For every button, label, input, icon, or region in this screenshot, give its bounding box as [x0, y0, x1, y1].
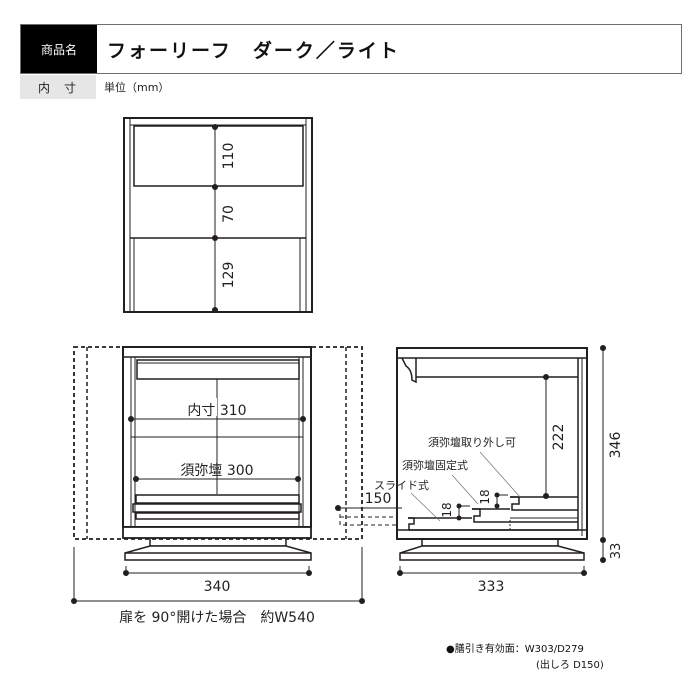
depth-label: 333	[478, 579, 505, 595]
inner-height-label: 222	[551, 424, 567, 451]
fixed-step-label: 須弥壇固定式	[402, 458, 468, 472]
side-view: 150 18 18 222 須弥壇取り外し可 須弥壇固定式 スライド式 346 …	[335, 345, 624, 595]
top-view: 110 70 129	[123, 117, 313, 313]
product-name-label: 商品名	[21, 25, 97, 73]
drawer-extension-note: (出しろ D150)	[536, 660, 604, 671]
product-header: 商品名 フォーリーフ ダーク／ライト	[20, 24, 682, 74]
dim-middle: 70	[221, 205, 237, 223]
base-width-label: 340	[204, 579, 231, 595]
drawer-effective-area-note: ●膳引き有効面：W303/D279	[446, 644, 584, 655]
inner-width-label: 内寸 310	[187, 403, 246, 419]
base-height-label: 33	[609, 543, 624, 560]
removable-step-label: 須弥壇取り外し可	[428, 435, 516, 449]
step-width-label: 須弥壇 300	[180, 462, 253, 479]
slide-depth-label: 150	[365, 491, 392, 507]
product-title: フォーリーフ ダーク／ライト	[107, 39, 400, 62]
front-view: 内寸 310 須弥壇 300 340 扉を 90°開けた場合 約W540	[71, 346, 365, 626]
step2-height-label: 18	[478, 489, 492, 504]
dim-bottom: 129	[221, 262, 237, 289]
unit-label: 単位（mm）	[104, 81, 170, 94]
dim-top-drawer: 110	[221, 143, 237, 170]
step1-height-label: 18	[440, 502, 454, 517]
slide-type-label: スライド式	[374, 479, 429, 492]
total-height-label: 346	[608, 432, 624, 459]
inner-dimension-label: 内寸	[20, 75, 96, 99]
open-width-note: 扉を 90°開けた場合 約W540	[119, 610, 315, 626]
